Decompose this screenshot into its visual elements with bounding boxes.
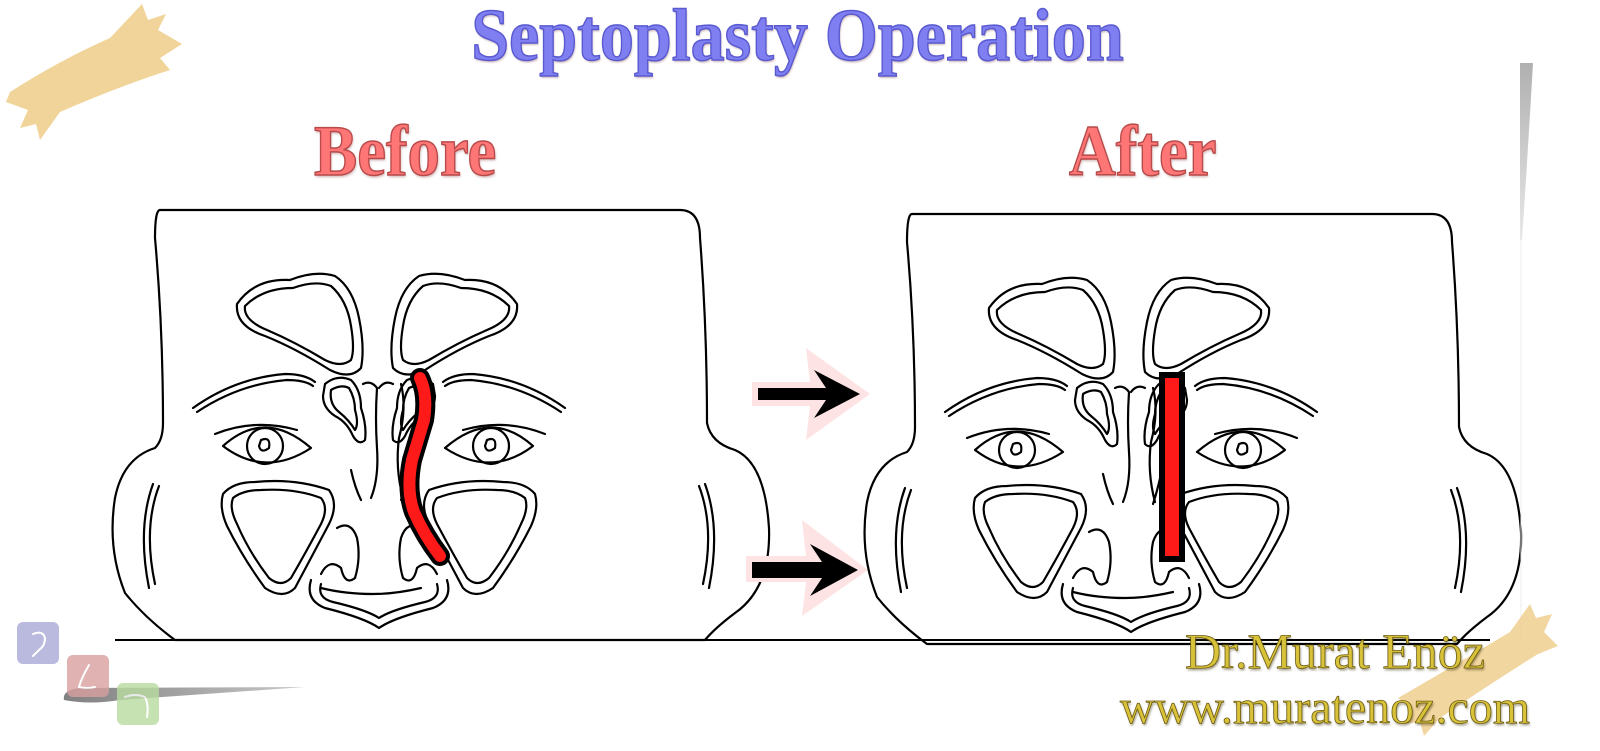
before-label: Before <box>313 110 497 192</box>
website-link[interactable]: www.muratenoz.com <box>1120 681 1531 735</box>
tape-bottom-right <box>1398 604 1558 736</box>
arrow-top <box>752 348 870 440</box>
arrow-bottom <box>746 520 868 616</box>
page-title: Septoplasty Operation <box>471 0 1125 78</box>
author-name: Dr.Murat Enöz <box>1185 623 1486 680</box>
ear-icon <box>17 622 59 664</box>
after-diagram <box>863 212 1523 646</box>
throat-icon <box>117 683 159 725</box>
nose-icon <box>67 655 109 697</box>
tape-top-left <box>6 4 182 140</box>
right-shadow <box>1520 63 1533 240</box>
after-label: After <box>1068 110 1217 192</box>
before-diagram <box>111 208 771 642</box>
